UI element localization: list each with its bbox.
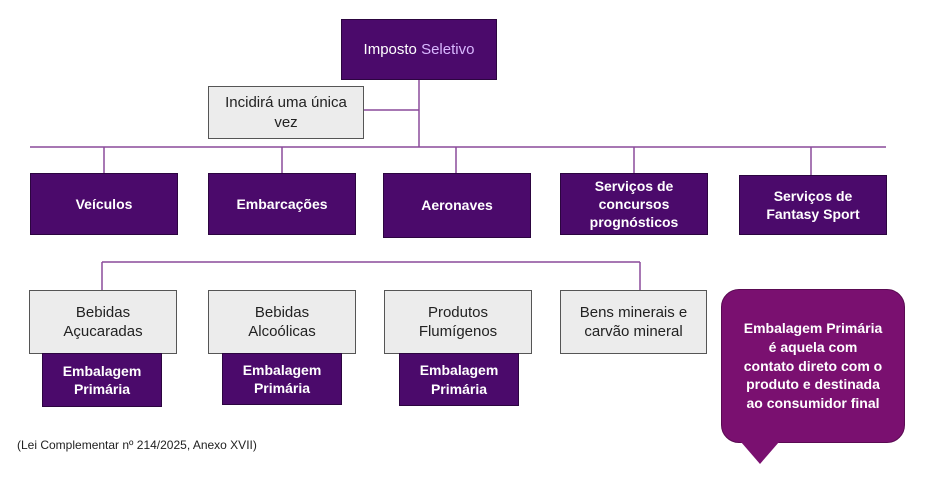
product-node-produtos-flumigenos: Produtos Flumígenos (384, 290, 532, 354)
legal-citation: (Lei Complementar nº 214/2025, Anexo XVI… (17, 438, 257, 452)
category-label: Embarcações (236, 195, 328, 212)
tag-label: Embalagem Primária (419, 362, 499, 397)
tag-embalagem-primaria-1: Embalagem Primária (42, 353, 162, 407)
callout-text: Embalagem Primária é aquela com contato … (743, 319, 883, 412)
category-node-fantasy-sport: Serviços de Fantasy Sport (739, 175, 887, 235)
product-node-bebidas-alcoolicas: Bebidas Alcoólicas (208, 290, 356, 354)
category-label: Serviços de concursos prognósticos (589, 177, 679, 231)
product-label: Bebidas Açucaradas (63, 303, 143, 341)
category-label: Serviços de Fantasy Sport (766, 187, 860, 222)
tag-label: Embalagem Primária (242, 361, 322, 396)
category-node-concursos-prognosticos: Serviços de concursos prognósticos (560, 173, 708, 235)
category-label: Veículos (75, 195, 133, 212)
callout-definition: Embalagem Primária é aquela com contato … (721, 289, 905, 443)
product-node-bens-minerais: Bens minerais e carvão mineral (560, 290, 707, 354)
product-label: Bens minerais e carvão mineral (579, 303, 688, 341)
category-node-veiculos: Veículos (30, 173, 178, 235)
callout-tail (741, 442, 779, 464)
category-label: Aeronaves (421, 197, 493, 214)
root-label-part1: Imposto (363, 40, 422, 58)
root-label-part2: Seletivo (421, 40, 475, 58)
product-label: Bebidas Alcoólicas (248, 303, 316, 341)
root-label: Imposto Seletivo (364, 40, 475, 60)
note-node: Incidirá uma única vez (208, 86, 364, 139)
tag-embalagem-primaria-3: Embalagem Primária (399, 353, 519, 406)
category-node-aeronaves: Aeronaves (383, 173, 531, 238)
note-label: Incidirá uma única vez (225, 94, 347, 131)
product-node-bebidas-acucaradas: Bebidas Açucaradas (29, 290, 177, 354)
root-node-imposto-seletivo: Imposto Seletivo (341, 19, 497, 80)
tag-embalagem-primaria-2: Embalagem Primária (222, 353, 342, 405)
tag-label: Embalagem Primária (62, 362, 142, 397)
product-label: Produtos Flumígenos (418, 303, 498, 341)
category-node-embarcacoes: Embarcações (208, 173, 356, 235)
